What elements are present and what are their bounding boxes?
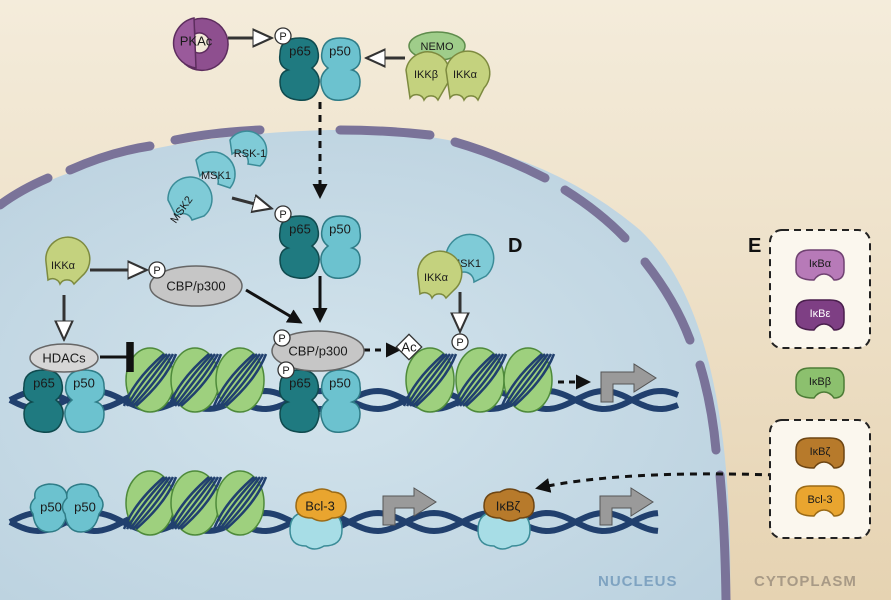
cbp-to-promoter-arrow: [245, 288, 303, 324]
tss-arrow-3: [599, 487, 654, 526]
nemo-label: NEMO: [421, 41, 454, 53]
p65-p50-dimer-nuclear: p65 p50: [278, 215, 362, 279]
nucleosome: [500, 347, 556, 413]
nucleus-label: NUCLEUS: [598, 573, 678, 590]
phospho-mark-cbp-lower: P: [278, 333, 285, 345]
p50-subunit: [320, 37, 362, 101]
p65-p50-dimer-hdac: p65 p50: [22, 369, 106, 433]
arrows: [64, 38, 776, 493]
pka-protein: PKAc: [172, 17, 229, 72]
ikka-label-top: IKKα: [453, 69, 478, 81]
nucleosome: [167, 470, 223, 536]
p50-label: p50: [329, 375, 351, 390]
ikbb-protein: [795, 367, 845, 399]
phospho-mark-cbp: P: [153, 265, 160, 277]
p65-label: p65: [289, 375, 311, 390]
p65-p50-dimer-promoter: p65 p50: [278, 369, 362, 433]
phospho-mark-top: P: [279, 31, 286, 43]
pka-label: PKAc: [180, 33, 213, 48]
ikbz-protein-cyto: [795, 437, 845, 469]
acetyl-mark: Ac: [401, 339, 417, 354]
panel-e: E IκBα IκBε IκBβ IκBζ Bcl-3: [748, 229, 871, 539]
p65-subunit: [278, 215, 320, 279]
tss-arrow-2: [382, 487, 437, 526]
phospho-mark-nucleosome: P: [456, 337, 463, 349]
ikba-label: IκBα: [809, 258, 832, 270]
cbp-p300-lower: CBP/p300: [271, 330, 365, 372]
ikkb-label: IKKβ: [414, 69, 438, 81]
nucleosome: [402, 347, 458, 413]
p50-label-b: p50: [74, 499, 96, 514]
bcl3-protein-cyto: [795, 485, 845, 517]
p65-label: p65: [33, 375, 55, 390]
hdacs-label: HDACs: [42, 350, 86, 365]
transcription-start-arrows: [382, 363, 657, 526]
p50-label: p50: [329, 221, 351, 236]
ikkb-protein: [405, 51, 451, 102]
msk1-protein-top: [195, 151, 236, 189]
p50-p50-homodimer: p50 p50: [29, 483, 104, 533]
msk1-label-top: MSK1: [201, 170, 231, 182]
ikbz-import-arrow: [535, 472, 776, 493]
ikbz-complex-dna: IκBζ: [477, 488, 535, 550]
bcl3-complex-dna: Bcl-3: [289, 488, 347, 550]
tss-arrow-1: [600, 363, 657, 403]
cbp-p300-upper: CBP/p300: [149, 265, 243, 307]
nucleosome: [452, 347, 508, 413]
ikbz-label-dna: IκBζ: [496, 498, 521, 513]
p50-label: p50: [73, 375, 95, 390]
nucleosome: [212, 347, 268, 413]
msk2-protein: [167, 176, 213, 221]
phospho-mark-mid: P: [279, 209, 286, 221]
phospho-mark-p65-low: P: [282, 365, 289, 377]
p65-p50-dimer-cytoplasm: p65 p50: [278, 37, 362, 101]
ikbz-label-cyto: IκBζ: [810, 446, 831, 458]
p50-subunit: [320, 369, 362, 433]
rsk1-protein: [229, 130, 268, 167]
ikba-protein: [795, 249, 845, 281]
ikka-protein-nuclear: IKKα: [45, 236, 91, 286]
ikbe-label: IκBε: [810, 308, 831, 320]
ikka-protein-top: [445, 50, 491, 102]
ikka-label-nuclear: IKKα: [51, 260, 76, 272]
nucleosome: [167, 347, 223, 413]
modification-marks: P P P P P P Ac: [148, 27, 469, 379]
ikk-complex: NEMO IKKβ IKKα: [405, 31, 491, 102]
rsk1-label: RSK-1: [234, 148, 266, 160]
msk-rsk-cluster: RSK-1 MSK1 MSK2: [167, 130, 268, 226]
ikka-protein-d: [417, 250, 463, 300]
bcl3-label-dna: Bcl-3: [305, 498, 335, 513]
nucleosomes: [122, 347, 556, 536]
cbp-label-upper: CBP/p300: [166, 278, 225, 293]
p50-label: p50: [329, 43, 351, 58]
p65-label: p65: [289, 221, 311, 236]
ikbe-protein: [795, 299, 845, 331]
nucleosome: [122, 347, 178, 413]
cytoplasm-label: CYTOPLASM: [754, 573, 857, 590]
panel-d-label: D: [508, 235, 522, 257]
p50-label-a: p50: [40, 499, 62, 514]
cbp-label-lower: CBP/p300: [288, 343, 347, 358]
nucleosome: [122, 470, 178, 536]
panel-d-kinases: MSK1 IKKα D: [417, 233, 522, 300]
bcl3-label-cyto: Bcl-3: [807, 494, 832, 506]
panel-e-label: E: [748, 235, 761, 257]
panel-e-box-upper: [769, 229, 871, 349]
p65-subunit: [278, 37, 320, 101]
nuclear-envelope: [0, 125, 731, 605]
ikka-label-d: IKKα: [424, 272, 449, 284]
msk-to-p65-arrow: [231, 198, 270, 208]
p50-subunit: [320, 215, 362, 279]
p65-label: p65: [289, 43, 311, 58]
hdacs-protein: HDACs: [29, 343, 99, 373]
nucleosome: [212, 470, 268, 536]
ikbb-label: IκBβ: [809, 376, 831, 388]
panel-e-box-lower: [769, 419, 871, 539]
